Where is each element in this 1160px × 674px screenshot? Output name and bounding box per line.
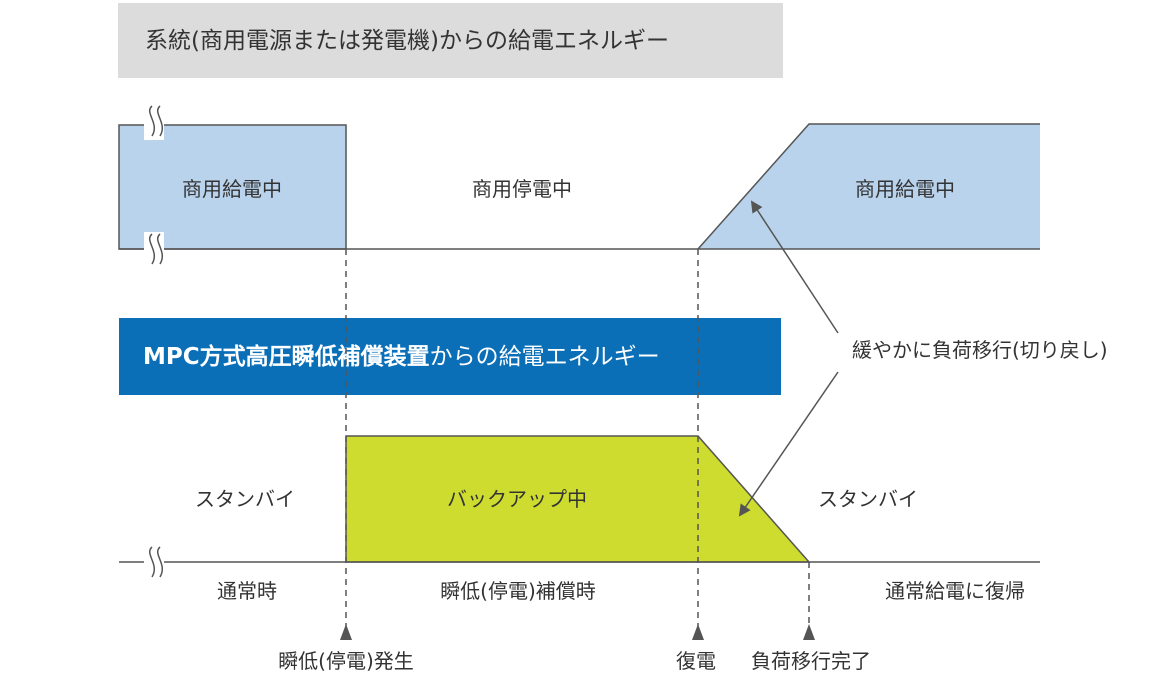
- mpc-header-text: MPC方式高圧瞬低補償装置からの給電エネルギー: [143, 343, 660, 370]
- mpc-break-mark: [144, 545, 164, 581]
- mpc-header-bold: MPC方式高圧瞬低補償装置: [143, 343, 430, 370]
- state-return-label: 通常給電に復帰: [885, 579, 1025, 603]
- grid-phase-after-label: 商用給電中: [855, 177, 955, 201]
- grid-supply-before-block: [118, 124, 347, 250]
- grid-header-box: [118, 3, 783, 78]
- grid-break-mark-top: [144, 104, 164, 140]
- event-sag-label: 瞬低(停電)発生: [278, 649, 414, 673]
- grid-phase-outage-label: 商用停電中: [472, 177, 572, 201]
- mpc-standby-after-label: スタンバイ: [818, 487, 918, 511]
- event-marker-recovery-icon: [692, 624, 704, 640]
- grid-supply-after-block: [698, 124, 1040, 249]
- grid-break-mark-bottom: [144, 232, 164, 268]
- mpc-header-box: [119, 318, 781, 395]
- annotation-gradual-transfer: 緩やかに負荷移行(切り戻し): [852, 338, 1108, 362]
- grid-header-text: 系統(商用電源または発電機)からの給電エネルギー: [145, 28, 669, 54]
- mpc-backup-label: バックアップ中: [447, 487, 587, 511]
- event-marker-sag-icon: [340, 624, 352, 640]
- mpc-header-rest: からの給電エネルギー: [430, 344, 660, 370]
- grid-supply-after-outline: [697, 123, 1040, 250]
- event-transfer-label: 負荷移行完了: [751, 649, 871, 673]
- mpc-standby-before-label: スタンバイ: [195, 487, 295, 511]
- grid-phase-before-label: 商用給電中: [182, 177, 282, 201]
- event-marker-transfer-icon: [803, 624, 815, 640]
- annotation-arrow-down: [738, 371, 839, 517]
- state-normal-label: 通常時: [217, 579, 277, 603]
- event-recovery-label: 復電: [676, 649, 716, 673]
- state-compensation-label: 瞬低(停電)補償時: [440, 579, 596, 603]
- annotation-arrow-up: [750, 200, 839, 334]
